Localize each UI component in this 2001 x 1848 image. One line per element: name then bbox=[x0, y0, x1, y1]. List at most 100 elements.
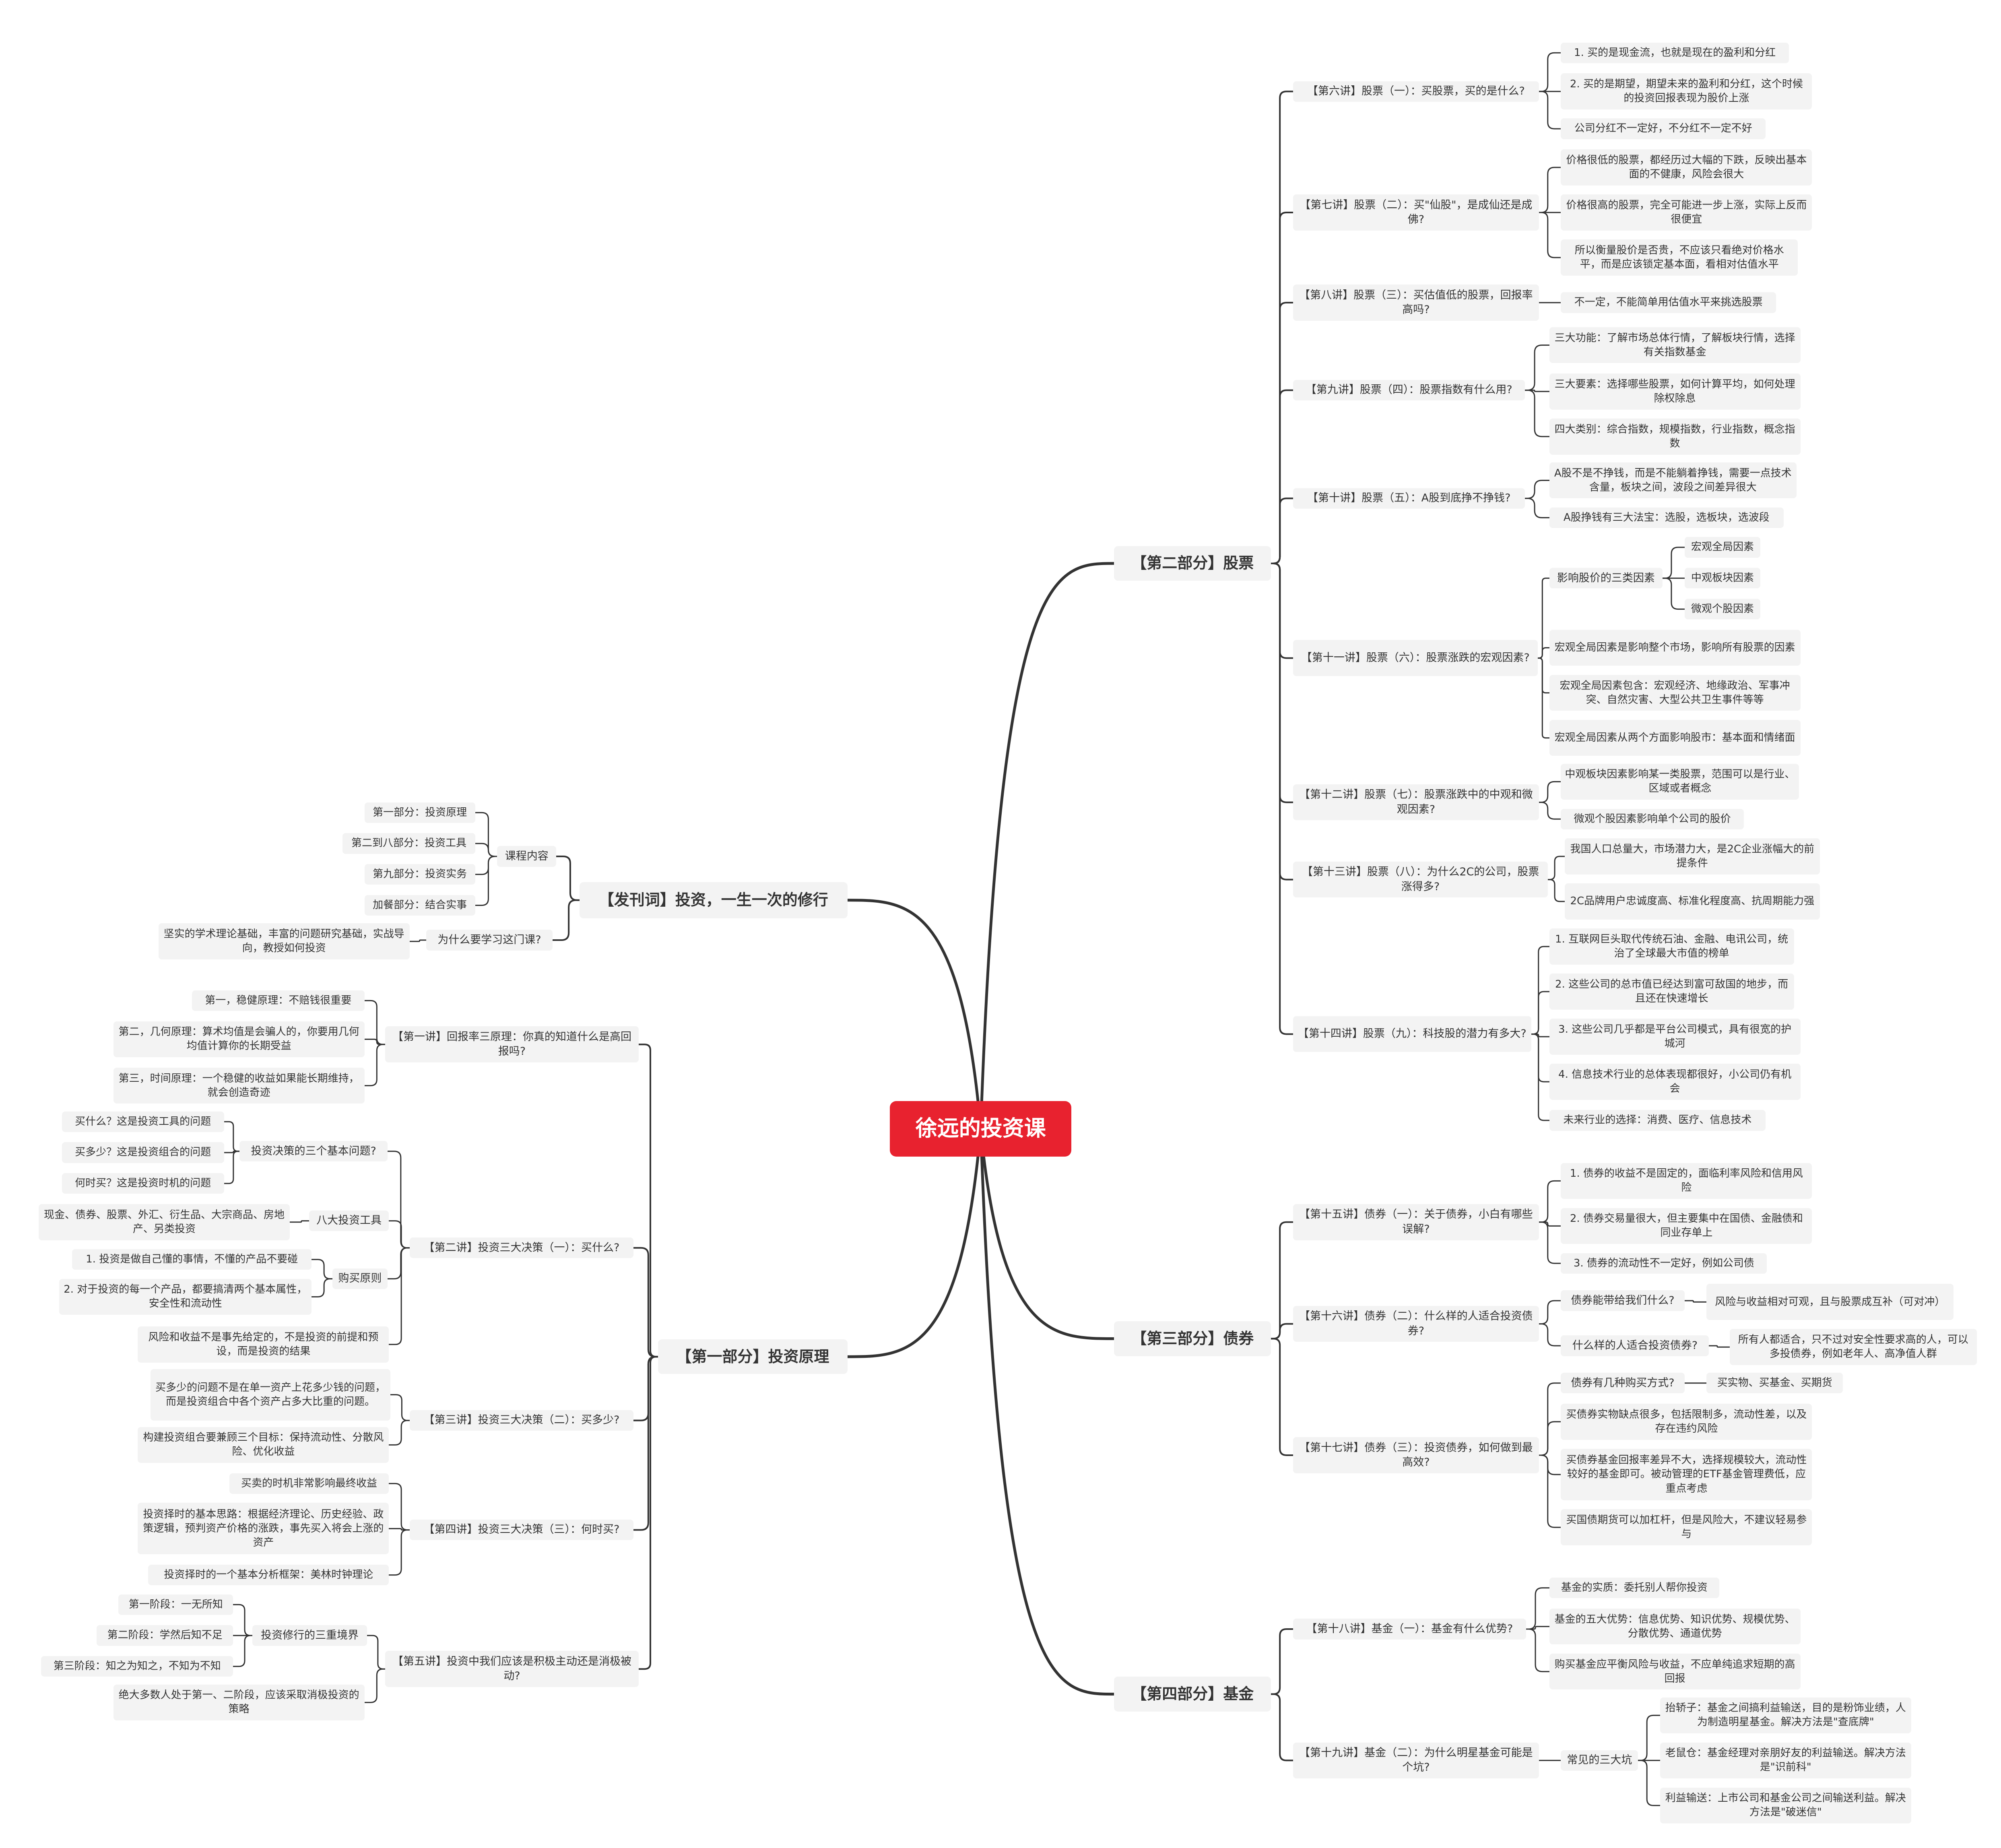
topic-node[interactable]: 购买基金应平衡风险与收益，不应单纯追求短期的高回报 bbox=[1549, 1653, 1801, 1690]
topic-node[interactable]: 基金的实质：委托别人帮你投资 bbox=[1549, 1578, 1719, 1598]
topic-node[interactable]: 利益输送：上市公司和基金公司之间输送利益。解决方法是"破迷信" bbox=[1660, 1787, 1911, 1824]
topic-node[interactable]: 2C品牌用户忠诚度高、标准化程度高、抗周期能力强 bbox=[1565, 883, 1820, 920]
topic-node[interactable]: 【第十二讲】股票（七）：股票涨跌中的中观和微观因素? bbox=[1293, 784, 1539, 821]
topic-node[interactable]: 【第三讲】投资三大决策（二）：买多少? bbox=[409, 1410, 634, 1431]
topic-node[interactable]: 价格很高的股票，完全可能进一步上涨，实际上反而很便宜 bbox=[1561, 194, 1812, 231]
topic-node[interactable]: 【第十三讲】股票（八）：为什么2C的公司，股票涨得多? bbox=[1293, 861, 1548, 898]
topic-node[interactable]: 老鼠仓：基金经理对亲朋好友的利益输送。解决方法是"识前科" bbox=[1660, 1742, 1911, 1779]
topic-node[interactable]: 【第十八讲】基金（一）：基金有什么优势? bbox=[1293, 1619, 1526, 1640]
topic-node[interactable]: A股挣钱有三大法宝：选股，选板块，选波段 bbox=[1549, 507, 1784, 528]
branch-topic[interactable]: 【第四部分】基金 bbox=[1114, 1677, 1271, 1712]
topic-node[interactable]: 【第一讲】回报率三原理：你真的知道什么是高回报吗? bbox=[385, 1026, 639, 1062]
topic-node[interactable]: 常见的三大坑 bbox=[1561, 1750, 1638, 1771]
topic-node[interactable]: 所有人都适合，只不过对安全性要求高的人，可以多投债券，例如老年人、高净值人群 bbox=[1729, 1329, 1977, 1365]
topic-node[interactable]: 为什么要学习这门课? bbox=[426, 930, 553, 951]
topic-node[interactable]: 【第四讲】投资三大决策（三）：何时买? bbox=[409, 1520, 634, 1541]
topic-node[interactable]: 何时买？这是投资时机的问题 bbox=[62, 1173, 224, 1194]
topic-node[interactable]: 绝大多数人处于第一、二阶段，应该采取消极投资的策略 bbox=[113, 1684, 365, 1721]
topic-node[interactable]: 【第十讲】股票（五）：A股到底挣不挣钱? bbox=[1293, 488, 1525, 509]
topic-node[interactable]: 2. 债券交易量很大，但主要集中在国债、金融债和同业存单上 bbox=[1561, 1208, 1812, 1244]
topic-node[interactable]: 1. 买的是现金流，也就是现在的盈利和分红 bbox=[1561, 42, 1789, 63]
topic-node[interactable]: 第九部分：投资实务 bbox=[364, 864, 475, 885]
topic-node[interactable]: 微观个股因素 bbox=[1684, 599, 1761, 620]
topic-node[interactable]: 买债券实物缺点很多，包括限制多，流动性差，以及存在违约风险 bbox=[1561, 1404, 1812, 1440]
topic-node[interactable]: 不一定，不能简单用估值水平来挑选股票 bbox=[1561, 292, 1776, 313]
topic-node[interactable]: 【第十六讲】债券（二）：什么样的人适合投资债券? bbox=[1293, 1306, 1539, 1342]
topic-node[interactable]: 第二阶段：学然后知不足 bbox=[97, 1625, 233, 1646]
topic-node[interactable]: 什么样的人适合投资债券? bbox=[1561, 1335, 1709, 1356]
branch-topic[interactable]: 【第三部分】债券 bbox=[1114, 1321, 1271, 1356]
topic-node[interactable]: 宏观全局因素包含：宏观经济、地缘政治、军事冲突、自然灾害、大型公共卫生事件等等 bbox=[1549, 674, 1801, 711]
topic-node[interactable]: 宏观全局因素是影响整个市场，影响所有股票的因素 bbox=[1549, 629, 1801, 666]
topic-node[interactable]: 买国债期货可以加杠杆，但是风险大，不建议轻易参与 bbox=[1561, 1509, 1812, 1545]
topic-node[interactable]: 加餐部分：结合实事 bbox=[364, 895, 475, 916]
topic-node[interactable]: A股不是不挣钱，而是不能躺着挣钱，需要一点技术含量，板块之间，波段之间差异很大 bbox=[1549, 462, 1797, 499]
topic-node[interactable]: 现金、债券、股票、外汇、衍生品、大宗商品、房地产、另类投资 bbox=[39, 1204, 290, 1240]
topic-node[interactable]: 未来行业的选择：消费、医疗、信息技术 bbox=[1549, 1110, 1766, 1131]
topic-node[interactable]: 中观板块因素影响某一类股票，范围可以是行业、区域或者概念 bbox=[1561, 763, 1799, 800]
topic-node[interactable]: 【第十七讲】债券（三）：投资债券，如何做到最高效? bbox=[1293, 1437, 1539, 1473]
topic-node[interactable]: 风险与收益相对可观，且与股票成互补（可对冲） bbox=[1706, 1284, 1954, 1320]
topic-node[interactable]: 1. 投资是做自己懂的事情，不懂的产品不要碰 bbox=[72, 1249, 312, 1270]
topic-node[interactable]: 我国人口总量大，市场潜力大，是2C企业涨幅大的前提条件 bbox=[1565, 838, 1820, 874]
topic-node[interactable]: 购买原则 bbox=[332, 1268, 388, 1289]
topic-node[interactable]: 2. 对于投资的每一个产品，都要搞清两个基本属性，安全性和流动性 bbox=[59, 1279, 312, 1315]
topic-node[interactable]: 基金的五大优势：信息优势、知识优势、规模优势、分散优势、通道优势 bbox=[1549, 1608, 1801, 1645]
topic-node[interactable]: 【第七讲】股票（二）：买"仙股"，是成仙还是成佛? bbox=[1293, 194, 1539, 231]
topic-node[interactable]: 构建投资组合要兼顾三个目标：保持流动性、分散风险、优化收益 bbox=[138, 1427, 389, 1463]
branch-topic[interactable]: 【发刊词】投资，一生一次的修行 bbox=[580, 882, 848, 918]
topic-node[interactable]: 三大功能：了解市场总体行情，了解板块行情，选择有关指数基金 bbox=[1549, 327, 1801, 363]
topic-node[interactable]: 投资修行的三重境界 bbox=[252, 1625, 367, 1646]
topic-node[interactable]: 八大投资工具 bbox=[309, 1211, 389, 1231]
topic-node[interactable]: 【第十四讲】股票（九）：科技股的潜力有多大? bbox=[1293, 1016, 1531, 1052]
topic-node[interactable]: 3. 这些公司几乎都是平台公司模式，具有很宽的护城河 bbox=[1549, 1019, 1801, 1055]
topic-node[interactable]: 宏观全局因素 bbox=[1684, 537, 1761, 558]
topic-node[interactable]: 买什么？这是投资工具的问题 bbox=[62, 1111, 224, 1132]
topic-node[interactable]: 2. 这些公司的总市值已经达到富可敌国的地步，而且还在快速增长 bbox=[1549, 974, 1794, 1010]
topic-node[interactable]: 【第五讲】投资中我们应该是积极主动还是消极被动? bbox=[385, 1651, 639, 1687]
topic-node[interactable]: 买多少的问题不是在单一资产上花多少钱的问题，而是投资组合中各个资产占多大比重的问… bbox=[151, 1369, 390, 1421]
topic-node[interactable]: 四大类别：综合指数，规模指数，行业指数，概念指数 bbox=[1549, 419, 1801, 455]
topic-node[interactable]: 投资择时的一个基本分析框架：美林时钟理论 bbox=[148, 1565, 389, 1586]
topic-node[interactable]: 公司分红不一定好，不分红不一定不好 bbox=[1561, 118, 1766, 139]
topic-node[interactable]: 投资决策的三个基本问题? bbox=[239, 1141, 388, 1162]
topic-node[interactable]: 抬轿子：基金之间搞利益输送，目的是粉饰业绩，人为制造明星基金。解决方法是"查底牌… bbox=[1660, 1697, 1911, 1734]
topic-node[interactable]: 债券有几种购买方式? bbox=[1561, 1373, 1685, 1394]
topic-node[interactable]: 【第八讲】股票（三）：买估值低的股票，回报率高吗? bbox=[1293, 285, 1539, 321]
branch-topic[interactable]: 【第二部分】股票 bbox=[1114, 546, 1271, 581]
topic-node[interactable]: 第一阶段：一无所知 bbox=[118, 1594, 233, 1615]
topic-node[interactable]: 所以衡量股价是否贵，不应该只看绝对价格水平，而是应该锁定基本面，看相对估值水平 bbox=[1561, 239, 1798, 276]
topic-node[interactable]: 2. 买的是期望，期望未来的盈利和分红，这个时候的投资回报表现为股价上涨 bbox=[1561, 73, 1812, 109]
topic-node[interactable]: 宏观全局因素从两个方面影响股市：基本面和情绪面 bbox=[1549, 720, 1801, 756]
topic-node[interactable]: 【第二讲】投资三大决策（一）：买什么? bbox=[409, 1238, 634, 1258]
topic-node[interactable]: 4. 信息技术行业的总体表现都很好，小公司仍有机会 bbox=[1549, 1064, 1801, 1100]
topic-node[interactable]: 【第九讲】股票（四）：股票指数有什么用? bbox=[1293, 380, 1525, 401]
root-topic[interactable]: 徐远的投资课 bbox=[890, 1101, 1072, 1157]
topic-node[interactable]: 第二，几何原理：算术均值是会骗人的，你要用几何均值计算你的长期受益 bbox=[113, 1021, 365, 1058]
topic-node[interactable]: 第二到八部分：投资工具 bbox=[342, 833, 475, 854]
topic-node[interactable]: 债券能带给我们什么? bbox=[1561, 1290, 1685, 1311]
topic-node[interactable]: 1. 互联网巨头取代传统石油、金融、电讯公司，统治了全球最大市值的榜单 bbox=[1549, 928, 1794, 965]
topic-node[interactable]: 【第十一讲】股票（六）：股票涨跌的宏观因素? bbox=[1293, 640, 1538, 676]
topic-node[interactable]: 买卖的时机非常影响最终收益 bbox=[229, 1473, 389, 1494]
topic-node[interactable]: 第一，稳健原理：不赔钱很重要 bbox=[192, 990, 365, 1011]
topic-node[interactable]: 影响股价的三类因素 bbox=[1549, 568, 1663, 589]
topic-node[interactable]: 【第十九讲】基金（二）：为什么明星基金可能是个坑? bbox=[1293, 1742, 1539, 1779]
topic-node[interactable]: 【第十五讲】债券（一）：关于债券，小白有哪些误解? bbox=[1293, 1204, 1539, 1240]
topic-node[interactable]: 价格很低的股票，都经历过大幅的下跌，反映出基本面的不健康，风险会很大 bbox=[1561, 149, 1812, 186]
topic-node[interactable]: 课程内容 bbox=[497, 846, 557, 867]
topic-node[interactable]: 第三，时间原理：一个稳健的收益如果能长期维持，就会创造奇迹 bbox=[113, 1067, 365, 1104]
topic-node[interactable]: 投资择时的基本思路：根据经济理论、历史经验、政策逻辑，预判资产价格的涨跌，事先买… bbox=[138, 1503, 389, 1555]
topic-node[interactable]: 第三阶段：知之为知之，不知为不知 bbox=[41, 1656, 233, 1677]
topic-node[interactable]: 第一部分：投资原理 bbox=[364, 802, 475, 823]
topic-node[interactable]: 三大要素：选择哪些股票，如何计算平均，如何处理除权除息 bbox=[1549, 373, 1801, 410]
branch-topic[interactable]: 【第一部分】投资原理 bbox=[658, 1339, 848, 1374]
topic-node[interactable]: 坚实的学术理论基础，丰富的问题研究基础，实战导向，教授如何投资 bbox=[158, 923, 410, 959]
topic-node[interactable]: 微观个股因素影响单个公司的股价 bbox=[1561, 808, 1744, 829]
topic-node[interactable]: 3. 债券的流动性不一定好，例如公司债 bbox=[1561, 1253, 1767, 1274]
topic-node[interactable]: 中观板块因素 bbox=[1684, 568, 1761, 589]
topic-node[interactable]: 买多少？这是投资组合的问题 bbox=[62, 1142, 224, 1163]
topic-node[interactable]: 买债券基金回报率差异不大，选择规模较大，流动性较好的基金即可。被动管理的ETF基… bbox=[1561, 1449, 1812, 1500]
topic-node[interactable]: 1. 债券的收益不是固定的，面临利率风险和信用风险 bbox=[1561, 1163, 1812, 1199]
topic-node[interactable]: 买实物、买基金、买期货 bbox=[1706, 1373, 1843, 1394]
